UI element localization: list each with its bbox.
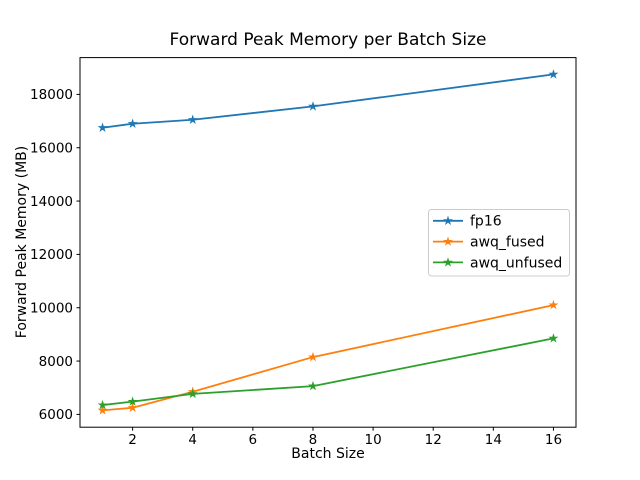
data-point-marker-awq_unfused (97, 399, 108, 410)
data-point-marker-awq_fused (127, 402, 138, 412)
legend-marker-awq_fused (443, 236, 453, 246)
data-point-marker-awq_unfused (548, 333, 559, 343)
data-point-marker-awq_unfused (127, 396, 138, 406)
data-point-marker-awq_unfused (308, 380, 318, 391)
series-line-fp16 (101, 73, 555, 129)
series-line-awq_fused (101, 304, 555, 412)
x-tick-label: 4 (188, 432, 197, 448)
chart-title: Forward Peak Memory per Batch Size (169, 30, 487, 50)
data-point-marker-fp16 (548, 69, 559, 79)
y-axis-label: Forward Peak Memory (MB) (14, 145, 30, 339)
data-point-marker-awq_fused (308, 351, 318, 362)
legend-marker-fp16 (443, 215, 453, 226)
y-tick-label: 14000 (30, 194, 73, 210)
legend-box (428, 209, 570, 277)
data-point-marker-fp16 (127, 118, 138, 128)
y-tick-label: 10000 (30, 300, 73, 316)
legend-label-awq_fused: awq_fused (470, 235, 545, 251)
y-tick-label: 18000 (30, 87, 73, 103)
x-tick-label: 2 (128, 432, 137, 448)
y-tick-label: 8000 (39, 354, 73, 370)
series-line-awq_unfused (101, 337, 555, 406)
legend-marker-awq_unfused (443, 257, 453, 267)
x-tick-label: 10 (364, 432, 381, 448)
data-point-marker-fp16 (97, 122, 108, 132)
x-tick-label: 12 (425, 432, 442, 448)
data-point-marker-awq_fused (97, 405, 108, 415)
x-tick-label: 14 (485, 432, 502, 448)
axes-spines (79, 57, 577, 428)
y-tick-label: 12000 (30, 247, 73, 263)
x-tick-label: 6 (249, 432, 258, 448)
y-tick-label: 6000 (39, 407, 73, 423)
legend-label-awq_unfused: awq_unfused (470, 255, 562, 271)
legend-label-fp16: fp16 (470, 214, 502, 230)
x-tick-label: 8 (309, 432, 318, 448)
data-point-marker-awq_fused (548, 299, 559, 310)
data-point-marker-awq_unfused (187, 388, 198, 399)
data-point-marker-fp16 (187, 114, 198, 124)
y-tick-label: 16000 (30, 140, 73, 156)
data-point-marker-fp16 (308, 101, 318, 111)
x-tick-label: 16 (545, 432, 562, 448)
x-axis-label: Batch Size (291, 446, 365, 462)
